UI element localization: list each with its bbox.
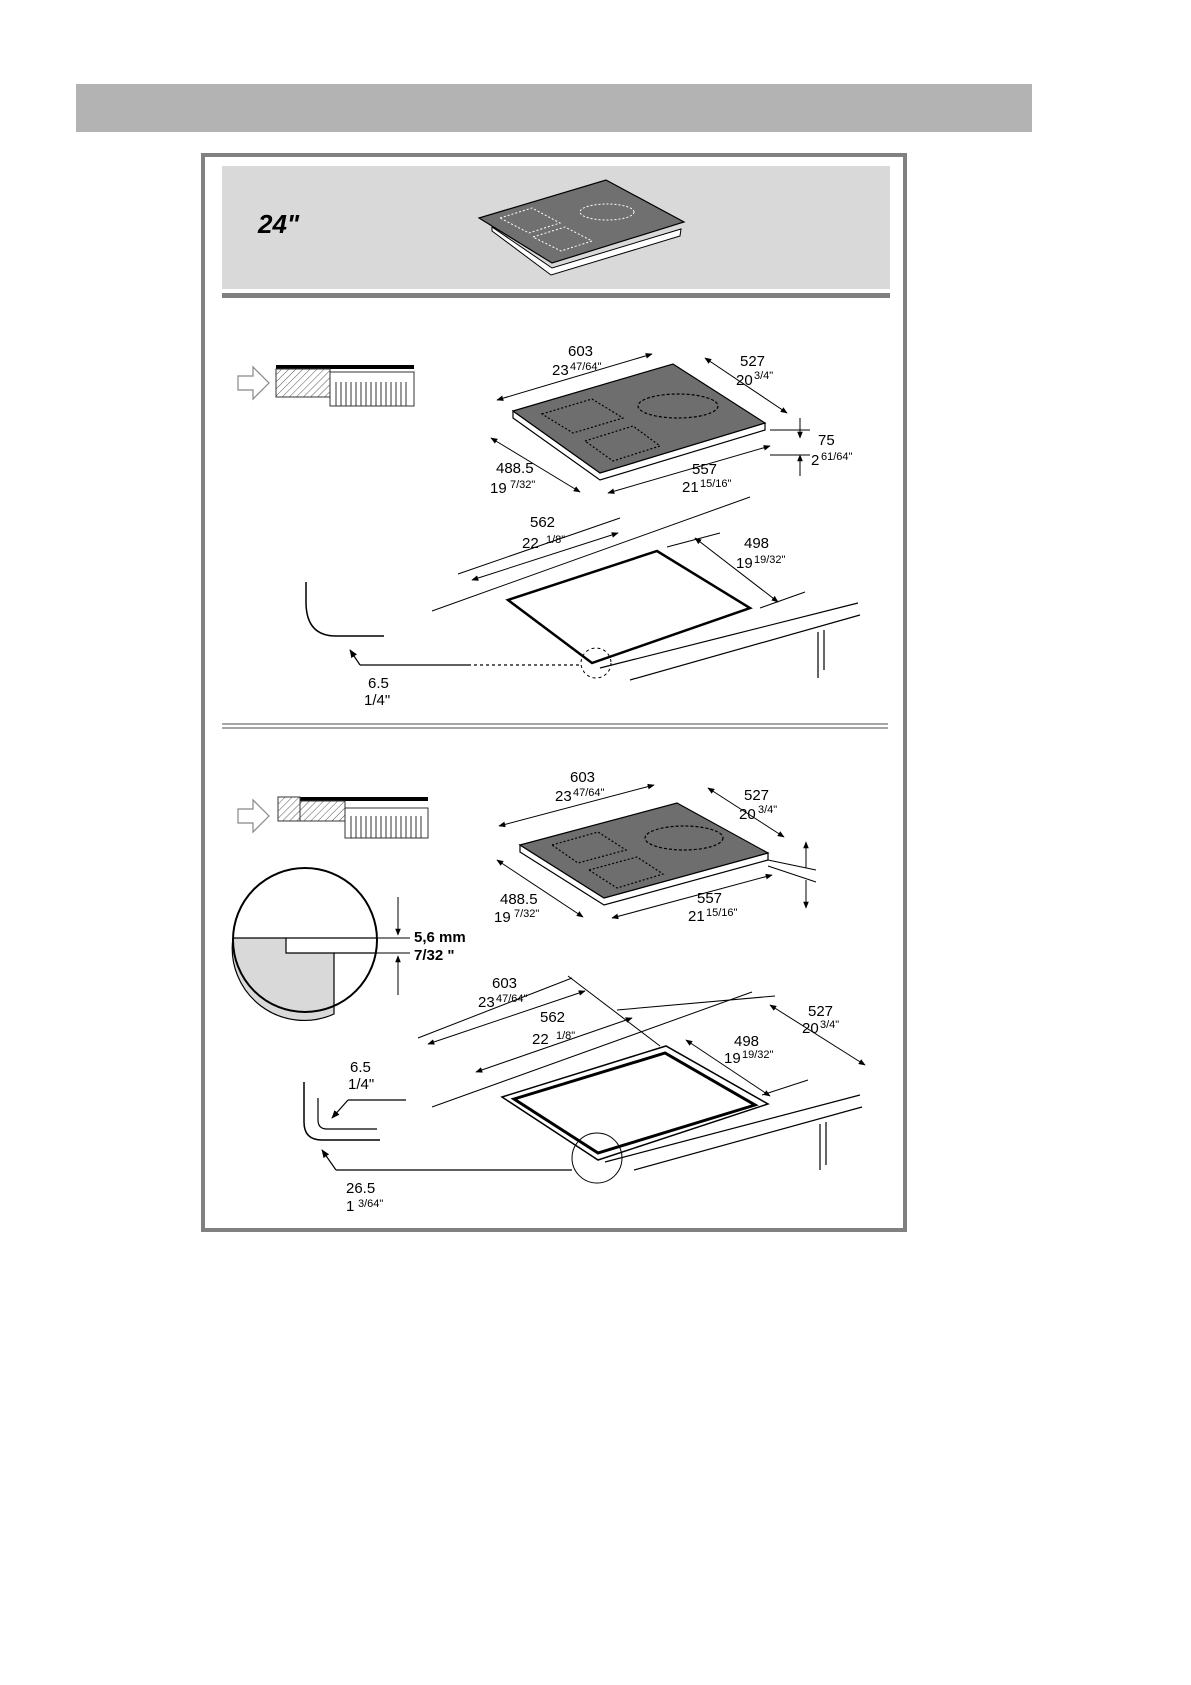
- svg-text:1: 1: [346, 1198, 354, 1215]
- recessed-dim-outer-radius: 26.5 1 3/64": [346, 1180, 383, 1215]
- svg-text:22: 22: [522, 535, 539, 552]
- svg-text:7/32": 7/32": [510, 479, 535, 491]
- svg-text:15/16": 15/16": [706, 907, 738, 919]
- svg-text:19/32": 19/32": [754, 554, 786, 566]
- svg-text:1/8": 1/8": [556, 1030, 575, 1042]
- svg-text:26.5: 26.5: [346, 1180, 375, 1197]
- flush-dim-height: 75 2 61/64": [811, 432, 853, 469]
- svg-text:47/64": 47/64": [570, 361, 602, 373]
- svg-text:488.5: 488.5: [500, 891, 538, 908]
- svg-text:557: 557: [697, 890, 722, 907]
- svg-text:19: 19: [494, 909, 511, 926]
- flush-dim-depth: 527 20 3/4": [736, 353, 773, 389]
- svg-text:3/64": 3/64": [358, 1198, 383, 1210]
- svg-text:5,6 mm: 5,6 mm: [414, 929, 466, 946]
- flush-profile-icon: [238, 365, 414, 406]
- flush-dim-radius: 6.5 1/4": [364, 675, 390, 709]
- svg-text:19/32": 19/32": [742, 1049, 774, 1061]
- svg-text:1/4": 1/4": [364, 692, 390, 709]
- svg-text:47/64": 47/64": [496, 993, 528, 1005]
- svg-text:562: 562: [530, 514, 555, 531]
- svg-text:7/32": 7/32": [514, 908, 539, 920]
- svg-text:3/4": 3/4": [758, 804, 777, 816]
- svg-text:23: 23: [555, 788, 572, 805]
- svg-text:603: 603: [492, 975, 517, 992]
- svg-text:3/4": 3/4": [820, 1019, 839, 1031]
- diagram-frame: [203, 155, 905, 1230]
- flush-dim-width-box: 557 21 15/16": [682, 461, 732, 496]
- recessed-dim-rebate-depth: 527 20 3/4": [802, 1003, 839, 1037]
- svg-text:61/64": 61/64": [821, 451, 853, 463]
- svg-text:527: 527: [808, 1003, 833, 1020]
- svg-text:23: 23: [478, 994, 495, 1011]
- svg-text:6.5: 6.5: [350, 1059, 371, 1076]
- svg-text:47/64": 47/64": [573, 787, 605, 799]
- model-panel: 24": [222, 166, 890, 298]
- recessed-dim-cut-width: 562 22 1/8": [532, 1009, 575, 1048]
- installation-diagram: 24": [0, 0, 1108, 1568]
- svg-text:527: 527: [740, 353, 765, 370]
- recessed-cutout-drawing: [304, 976, 865, 1183]
- svg-text:498: 498: [734, 1033, 759, 1050]
- svg-text:603: 603: [570, 769, 595, 786]
- svg-text:527: 527: [744, 787, 769, 804]
- recessed-cooktop-drawing: [520, 803, 768, 905]
- flush-cooktop-drawing: [513, 364, 765, 480]
- arrow-right-icon: [238, 800, 269, 832]
- arrow-right-icon: [238, 367, 269, 399]
- model-size-label: 24": [257, 209, 300, 239]
- recess-detail-circle: [232, 868, 410, 1020]
- recessed-dim-recess-depth: 5,6 mm 7/32 ": [414, 929, 466, 964]
- svg-text:20: 20: [802, 1020, 819, 1037]
- svg-text:21: 21: [688, 908, 705, 925]
- flush-mount-section: 603 23 47/64" 527 20 3/4" 75 2 61/64" 48…: [238, 343, 860, 709]
- svg-text:6.5: 6.5: [368, 675, 389, 692]
- svg-text:7/32 ": 7/32 ": [414, 947, 454, 964]
- svg-text:1/8": 1/8": [546, 534, 565, 546]
- flush-dim-cut-width: 562 22 1/8": [522, 514, 565, 552]
- svg-text:19: 19: [736, 555, 753, 572]
- recessed-dim-depth-box: 488.5 19 7/32": [494, 891, 539, 926]
- section-divider: [222, 724, 888, 728]
- svg-text:75: 75: [818, 432, 835, 449]
- svg-text:557: 557: [692, 461, 717, 478]
- flush-dim-width: 603 23 47/64": [552, 343, 602, 379]
- svg-text:562: 562: [540, 1009, 565, 1026]
- svg-text:1/4": 1/4": [348, 1076, 374, 1093]
- svg-text:20: 20: [739, 806, 756, 823]
- svg-text:3/4": 3/4": [754, 370, 773, 382]
- recessed-dim-cut-depth: 498 19 19/32": [724, 1033, 774, 1067]
- svg-text:19: 19: [724, 1050, 741, 1067]
- recessed-profile-icon: [238, 797, 428, 838]
- svg-text:22: 22: [532, 1031, 549, 1048]
- recessed-dim-depth: 527 20 3/4": [739, 787, 777, 823]
- svg-text:2: 2: [811, 452, 819, 469]
- recessed-dim-rebate-width: 603 23 47/64": [478, 975, 528, 1011]
- svg-text:20: 20: [736, 372, 753, 389]
- flush-cutout-drawing: [306, 497, 860, 680]
- recessed-dim-inner-radius: 6.5 1/4": [348, 1059, 374, 1093]
- svg-text:21: 21: [682, 479, 699, 496]
- flush-dim-cut-depth: 498 19 19/32": [736, 535, 786, 572]
- svg-text:498: 498: [744, 535, 769, 552]
- svg-text:603: 603: [568, 343, 593, 360]
- svg-text:15/16": 15/16": [700, 478, 732, 490]
- recessed-mount-section: 603 23 47/64" 527 20 3/4" 488.5 19 7/32"…: [232, 769, 865, 1215]
- svg-text:488.5: 488.5: [496, 460, 534, 477]
- svg-text:23: 23: [552, 362, 569, 379]
- svg-text:19: 19: [490, 480, 507, 497]
- flush-dim-depth-box: 488.5 19 7/32": [490, 460, 535, 497]
